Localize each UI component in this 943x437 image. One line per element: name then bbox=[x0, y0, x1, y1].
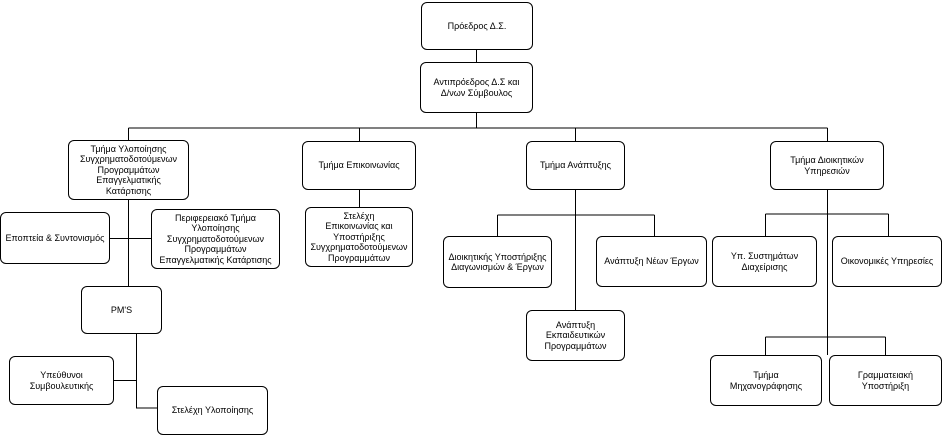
node-implementation-staff: Στελέχη Υλοποίησης bbox=[157, 386, 268, 435]
node-chairman: Πρόεδρος Δ.Σ. bbox=[421, 2, 533, 50]
node-admin-support: Διοικητικής Υποστήριξης Διαγωνισμών & Έρ… bbox=[443, 236, 552, 288]
node-admin-services-dept: Τμήμα Διοικητικών Υπηρεσιών bbox=[770, 141, 884, 190]
node-vice-chairman: Αντιπρόεδρος Δ.Σ και Δ/νων Σύμβουλος bbox=[420, 62, 533, 113]
edge-pms-staff bbox=[136, 334, 157, 409]
node-secretarial-support: Γραμματειακή Υποστήριξη bbox=[829, 355, 942, 406]
node-communication-dept: Τμήμα Επικοινωνίας bbox=[302, 141, 416, 190]
node-implementation-dept: Τμήμα Υλοποίησης Συγχρηματοδοτούμενων Πρ… bbox=[68, 140, 189, 200]
node-consultancy: Υπεύθυνοι Συμβουλευτικής bbox=[9, 356, 114, 405]
node-regional-dept: Περιφερειακό Τμήμα Υλοποίησης Συγχρηματο… bbox=[151, 209, 280, 269]
node-computerization: Τμήμα Μηχανογράφησης bbox=[710, 355, 822, 406]
node-communication-staff: Στελέχη Επικοινωνίας και Υποστήριξης Συγ… bbox=[305, 207, 413, 267]
node-financial-services: Οικονομικές Υπηρεσίες bbox=[832, 236, 942, 287]
node-pms: PM'S bbox=[81, 286, 162, 334]
node-supervision: Εποπτεία & Συντονισμός bbox=[0, 212, 110, 264]
node-development-dept: Τμήμα Ανάπτυξης bbox=[526, 141, 625, 190]
node-educational-programs: Ανάπτυξη Εκπαιδευτικών Προγραμμάτων bbox=[526, 310, 625, 361]
node-management-systems: Υπ. Συστημάτων Διαχείρισης bbox=[712, 236, 817, 287]
node-new-projects: Ανάπτυξη Νέων Έργων bbox=[596, 236, 707, 287]
